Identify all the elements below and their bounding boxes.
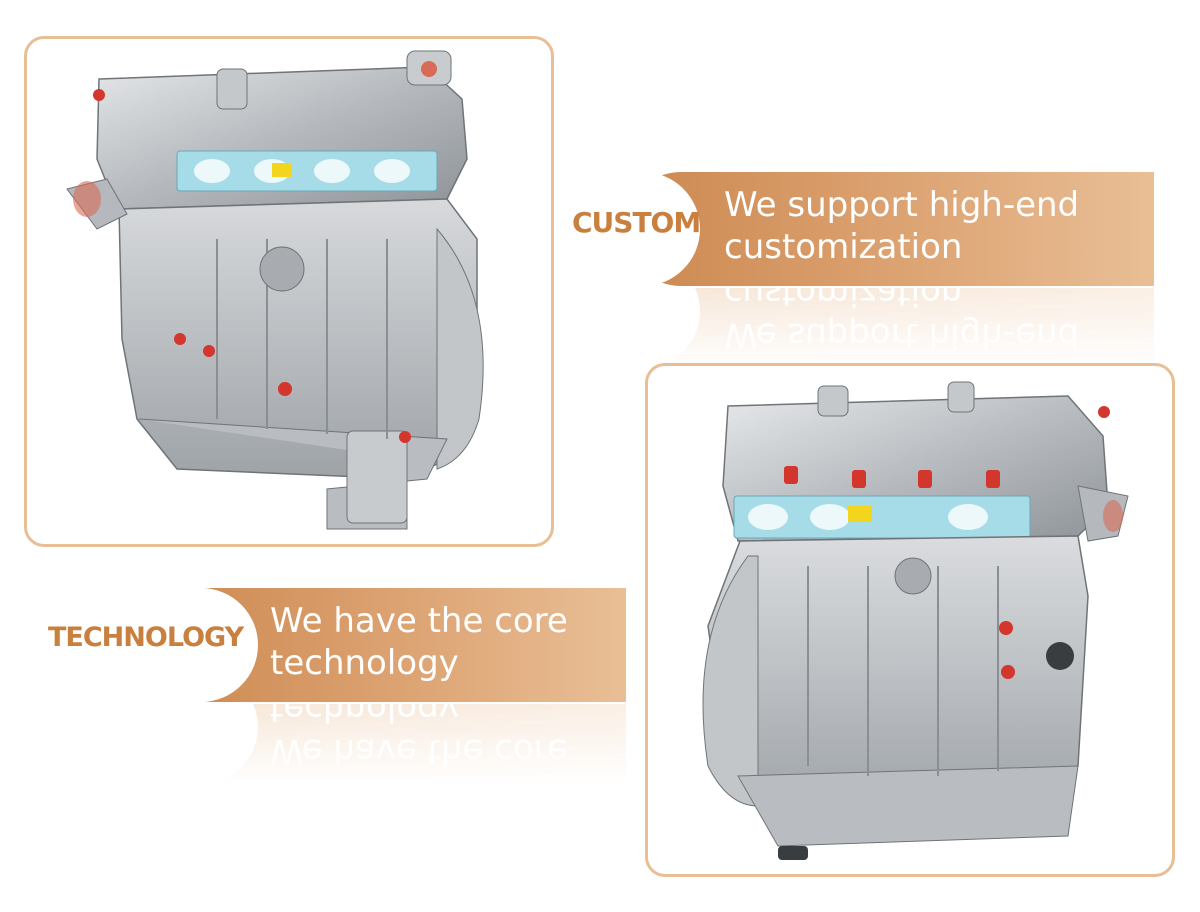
technology-tagline-reflection: We have the core technology [270, 704, 568, 771]
custom-banner-cutout [560, 172, 700, 286]
technology-banner-cutout [36, 588, 258, 702]
custom-banner-band [624, 172, 1154, 286]
technology-banner: TECHNOLOGY We have the core technology [36, 588, 626, 702]
technology-keyword: TECHNOLOGY [48, 622, 244, 653]
custom-keyword: CUSTOM [572, 206, 701, 239]
engine-image-card-top [24, 36, 554, 547]
engine-image-card-bottom [645, 363, 1175, 877]
technology-banner-reflection: We have the core technology [36, 704, 626, 784]
custom-banner: CUSTOM We support high-end customization [560, 172, 1154, 286]
custom-banner-reflection: We support high-end customization [560, 288, 1154, 368]
engine-image-front [66, 50, 484, 530]
custom-tagline: We support high-end customization [724, 185, 1080, 267]
technology-tagline: We have the core technology [270, 601, 568, 683]
engine-image-rear [702, 381, 1129, 860]
custom-tagline-reflection: We support high-end customization [724, 288, 1080, 355]
